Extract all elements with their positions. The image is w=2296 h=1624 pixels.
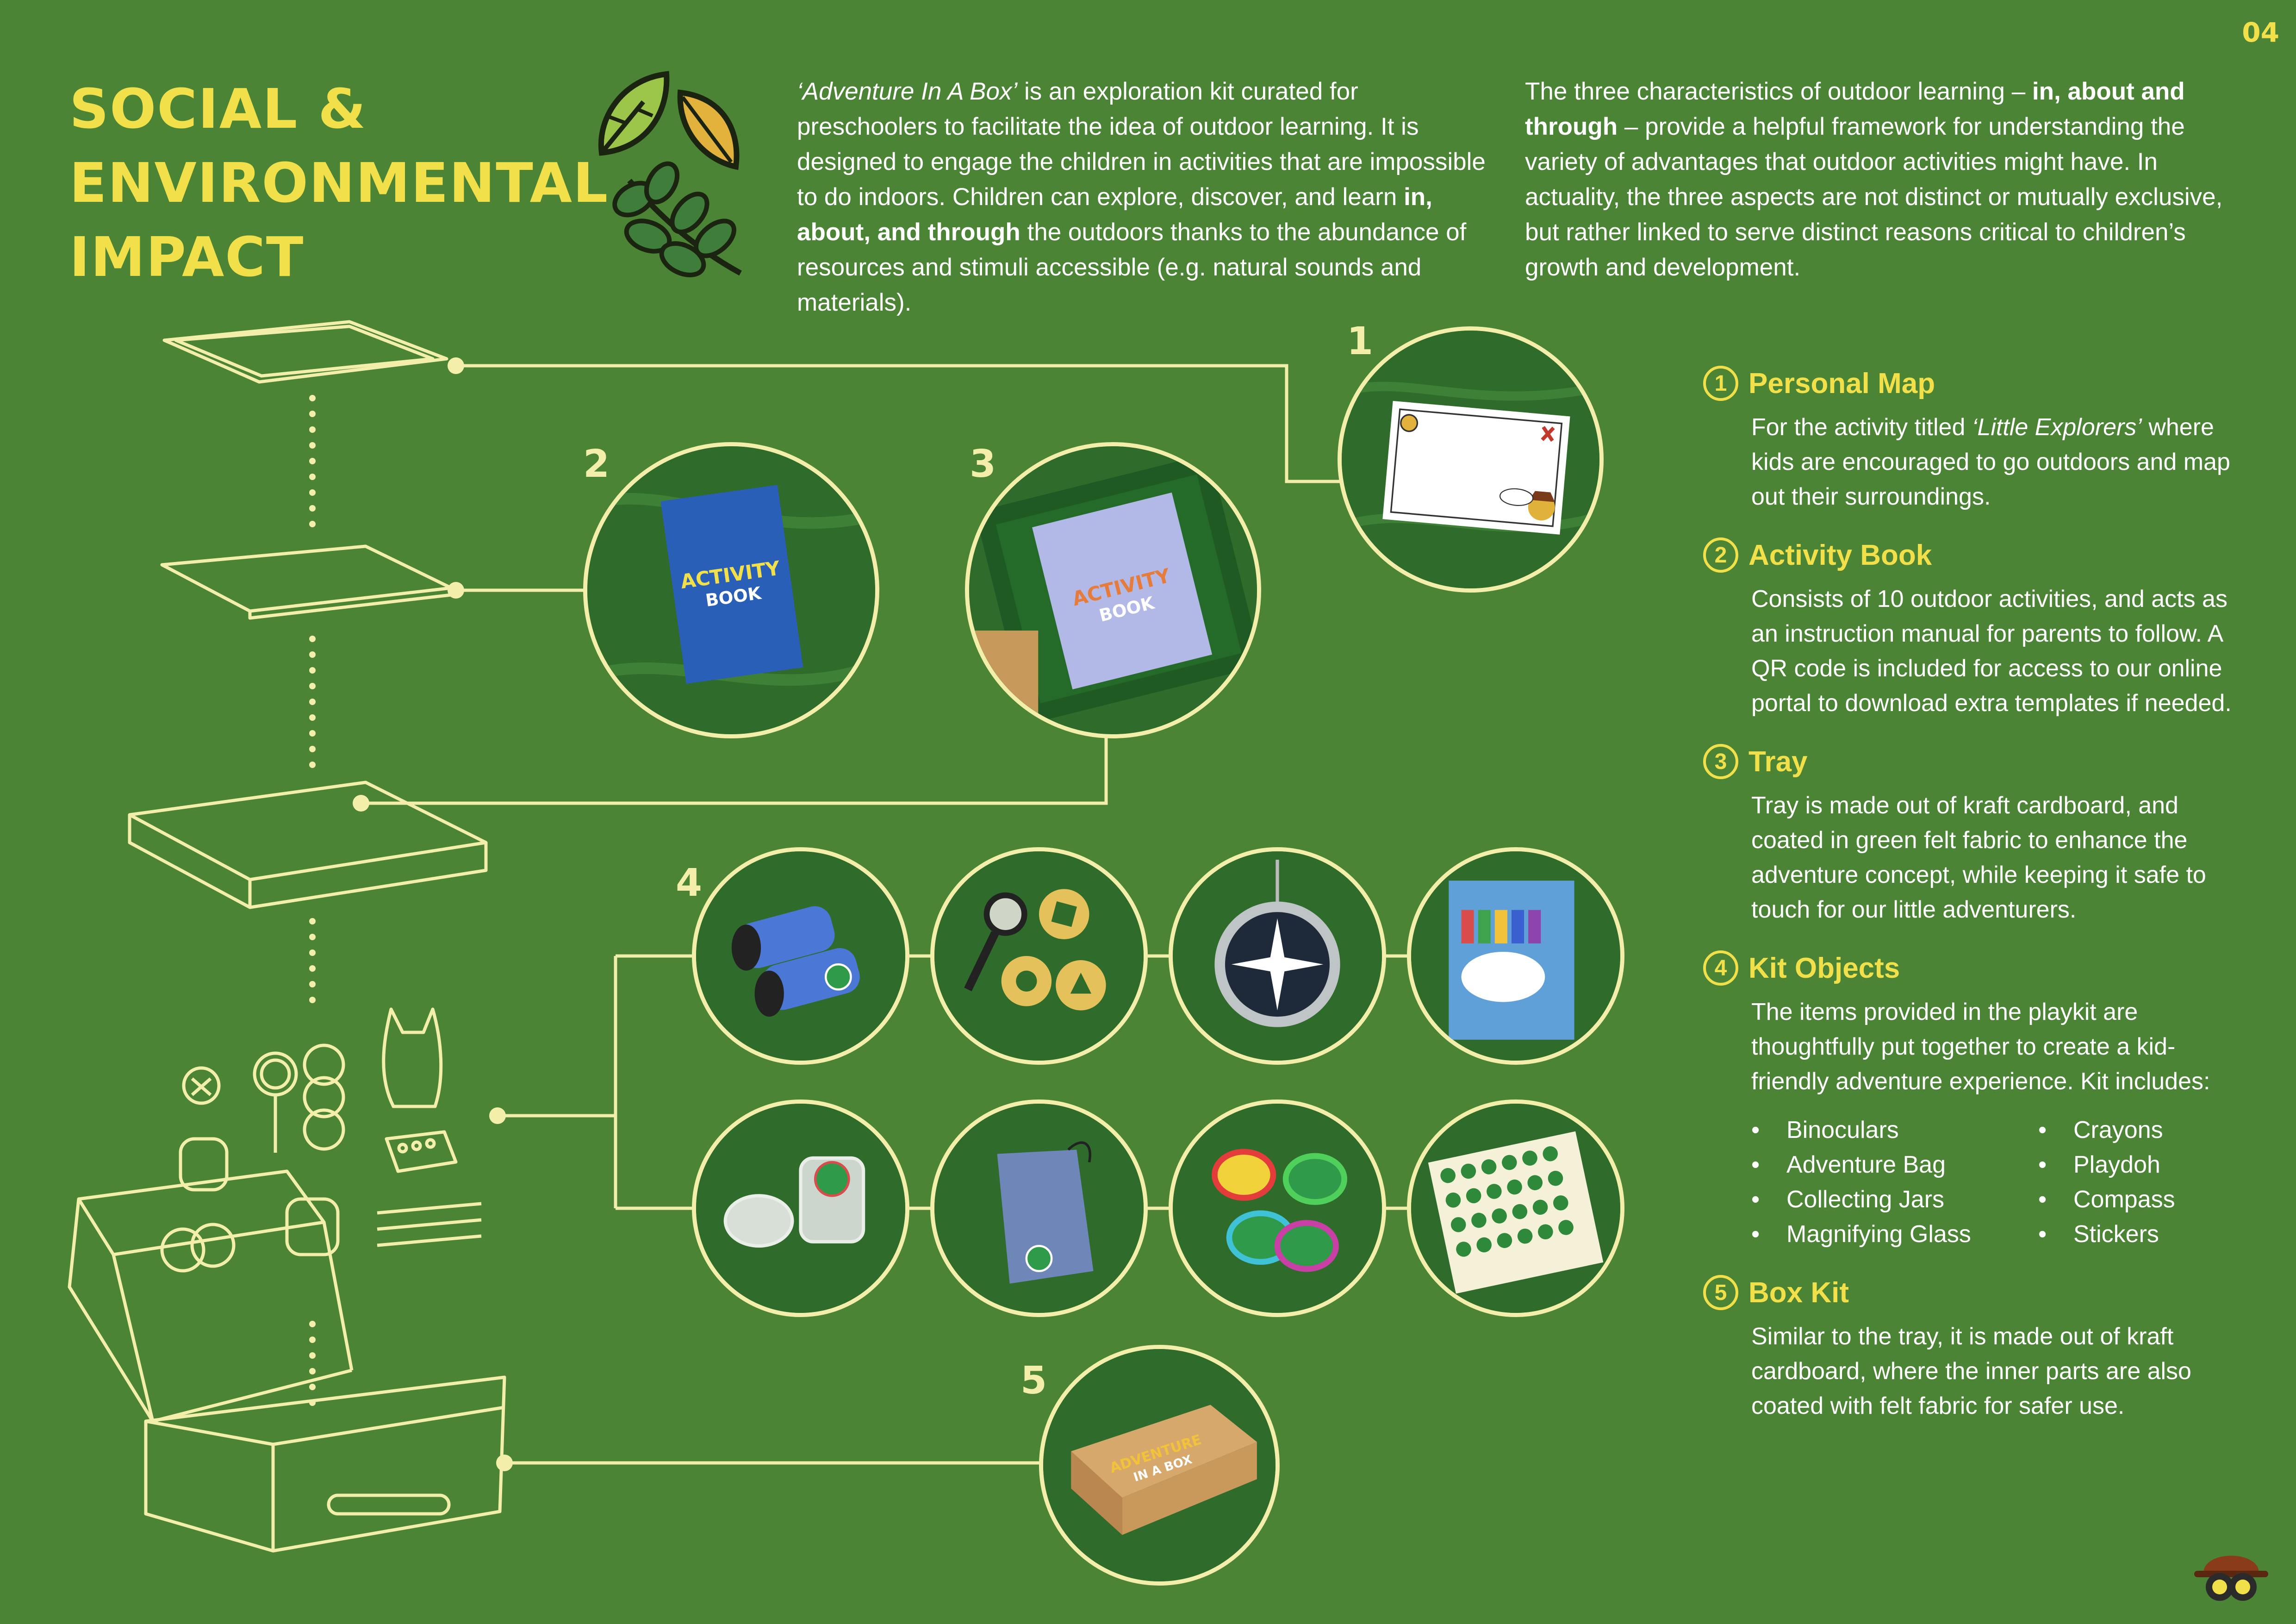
guide-dot	[309, 1368, 316, 1374]
section-title: Box Kit	[1748, 1276, 1849, 1309]
dotted-guide	[309, 395, 316, 1406]
section-activity-book: 2 Activity Book Consists of 10 outdoor a…	[1703, 537, 2240, 721]
guide-dot	[309, 395, 316, 401]
intro-paragraph-2: The three characteristics of outdoor lea…	[1525, 78, 2223, 281]
section-title: Activity Book	[1748, 539, 1932, 571]
lid-outline	[162, 320, 448, 384]
section-body: Consists of 10 outdoor activities, and a…	[1751, 586, 2232, 717]
guide-dot	[309, 683, 316, 689]
section-personal-map: 1 Personal Map For the activity titled ‘…	[1703, 366, 2240, 514]
photo-collecting-jars	[692, 1099, 909, 1317]
label-5: 5	[1020, 1359, 1047, 1403]
list-item: Crayons	[2038, 1113, 2175, 1148]
guide-dot	[309, 1352, 316, 1359]
leaf-outline-icon	[598, 71, 670, 156]
guide-dot	[309, 762, 316, 768]
guide-dot	[309, 746, 316, 752]
guide-dot	[309, 918, 316, 924]
list-item: Adventure Bag	[1751, 1148, 2038, 1182]
connector-dots	[353, 357, 513, 1471]
section-tray: 3 Tray Tray is made out of kraft cardboa…	[1703, 744, 2240, 927]
section-title: Kit Objects	[1748, 952, 1900, 984]
guide-dot	[309, 458, 316, 464]
emphasis-in-about-through: in, about and through	[1525, 78, 2185, 140]
list-item: Collecting Jars	[1751, 1182, 2038, 1217]
list-item: Stickers	[2038, 1217, 2175, 1252]
guide-dot	[309, 636, 316, 642]
leaf-orange-icon	[677, 89, 740, 170]
guide-dot	[309, 474, 316, 480]
guide-dot	[309, 965, 316, 972]
section-kit-objects: 4 Kit Objects The items provided in the …	[1703, 950, 2240, 1252]
guide-dot	[309, 1337, 316, 1343]
title-line-3: IMPACT	[69, 225, 305, 289]
guide-dot	[309, 997, 316, 1003]
guide-dot	[309, 714, 316, 721]
label-4: 4	[676, 861, 703, 905]
emphasis-in-about-through: in, about, and through	[797, 183, 1432, 246]
list-item: Binoculars	[1751, 1113, 2038, 1148]
photo-binoculars	[692, 847, 909, 1065]
kit-description-panel: 1 Personal Map For the activity titled ‘…	[1703, 366, 2240, 1447]
list-item: Playdoh	[2038, 1148, 2175, 1182]
list-item: Compass	[2038, 1182, 2175, 1217]
section-number: 4	[1703, 950, 1738, 986]
section-number: 5	[1703, 1275, 1738, 1310]
guide-dot	[309, 651, 316, 658]
section-number: 1	[1703, 366, 1738, 401]
label-2: 2	[583, 442, 610, 486]
guide-dot	[309, 426, 316, 433]
leaf-branch-icon	[612, 161, 742, 277]
photo-crayons	[1407, 847, 1624, 1065]
photo-magnifying-glass	[930, 847, 1148, 1065]
section-body: Similar to the tray, it is made out of k…	[1751, 1323, 2191, 1419]
intro-paragraph-1: ‘Adventure In A Box’ is an exploration k…	[797, 78, 1486, 316]
section-box-kit: 5 Box Kit Similar to the tray, it is mad…	[1703, 1275, 2240, 1424]
guide-dot	[309, 1399, 316, 1406]
photo-activity-book: ACTIVITY BOOK	[583, 442, 879, 738]
photo-compass	[1169, 847, 1386, 1065]
kit-items-list: Binoculars Adventure Bag Collecting Jars…	[1703, 1113, 2240, 1252]
list-item: Magnifying Glass	[1751, 1217, 2038, 1252]
product-name: ‘Adventure In A Box’	[797, 78, 1018, 105]
guide-dot	[309, 667, 316, 674]
guide-dot	[309, 949, 316, 956]
guide-dot	[309, 521, 316, 527]
section-number: 2	[1703, 537, 1738, 573]
photo-personal-map	[1338, 326, 1604, 593]
tray-outline	[128, 781, 488, 909]
page-number: 04	[2242, 17, 2279, 48]
guide-dot	[309, 981, 316, 987]
guide-dot	[309, 1384, 316, 1390]
photo-tray: ACTIVITY BOOK	[965, 442, 1261, 738]
section-body: The items provided in the playkit are th…	[1751, 999, 2210, 1095]
section-body: Tray is made out of kraft cardboard, and…	[1751, 792, 2206, 923]
mascot-explorer-icon	[2194, 1555, 2268, 1601]
guide-dot	[309, 934, 316, 940]
guide-dot	[309, 489, 316, 496]
section-title: Tray	[1748, 745, 1808, 778]
photo-adventure-bag	[930, 1099, 1148, 1317]
photo-box-kit: ADVENTURE IN A BOX	[1039, 1345, 1280, 1586]
photo-playdoh	[1169, 1099, 1386, 1317]
title-line-1: SOCIAL &	[69, 77, 367, 141]
guide-dot	[309, 730, 316, 737]
guide-dot	[309, 442, 316, 449]
page-title: SOCIAL & ENVIRONMENTAL IMPACT	[69, 72, 609, 294]
guide-dot	[309, 505, 316, 512]
guide-dot	[309, 699, 316, 705]
guide-dot	[309, 411, 316, 417]
box-outline	[68, 1169, 506, 1553]
section-title: Personal Map	[1748, 367, 1935, 400]
label-1: 1	[1347, 319, 1374, 363]
section-number: 3	[1703, 744, 1738, 779]
book-sheet-outline	[160, 544, 453, 620]
kit-objects-outline	[179, 1007, 482, 1247]
section-body: For the activity titled ‘Little Explorer…	[1751, 414, 2230, 510]
label-3: 3	[970, 442, 996, 486]
title-line-2: ENVIRONMENTAL	[69, 151, 609, 215]
photo-stickers	[1407, 1099, 1624, 1317]
guide-dot	[309, 1321, 316, 1327]
leaves-illustration	[598, 71, 742, 277]
